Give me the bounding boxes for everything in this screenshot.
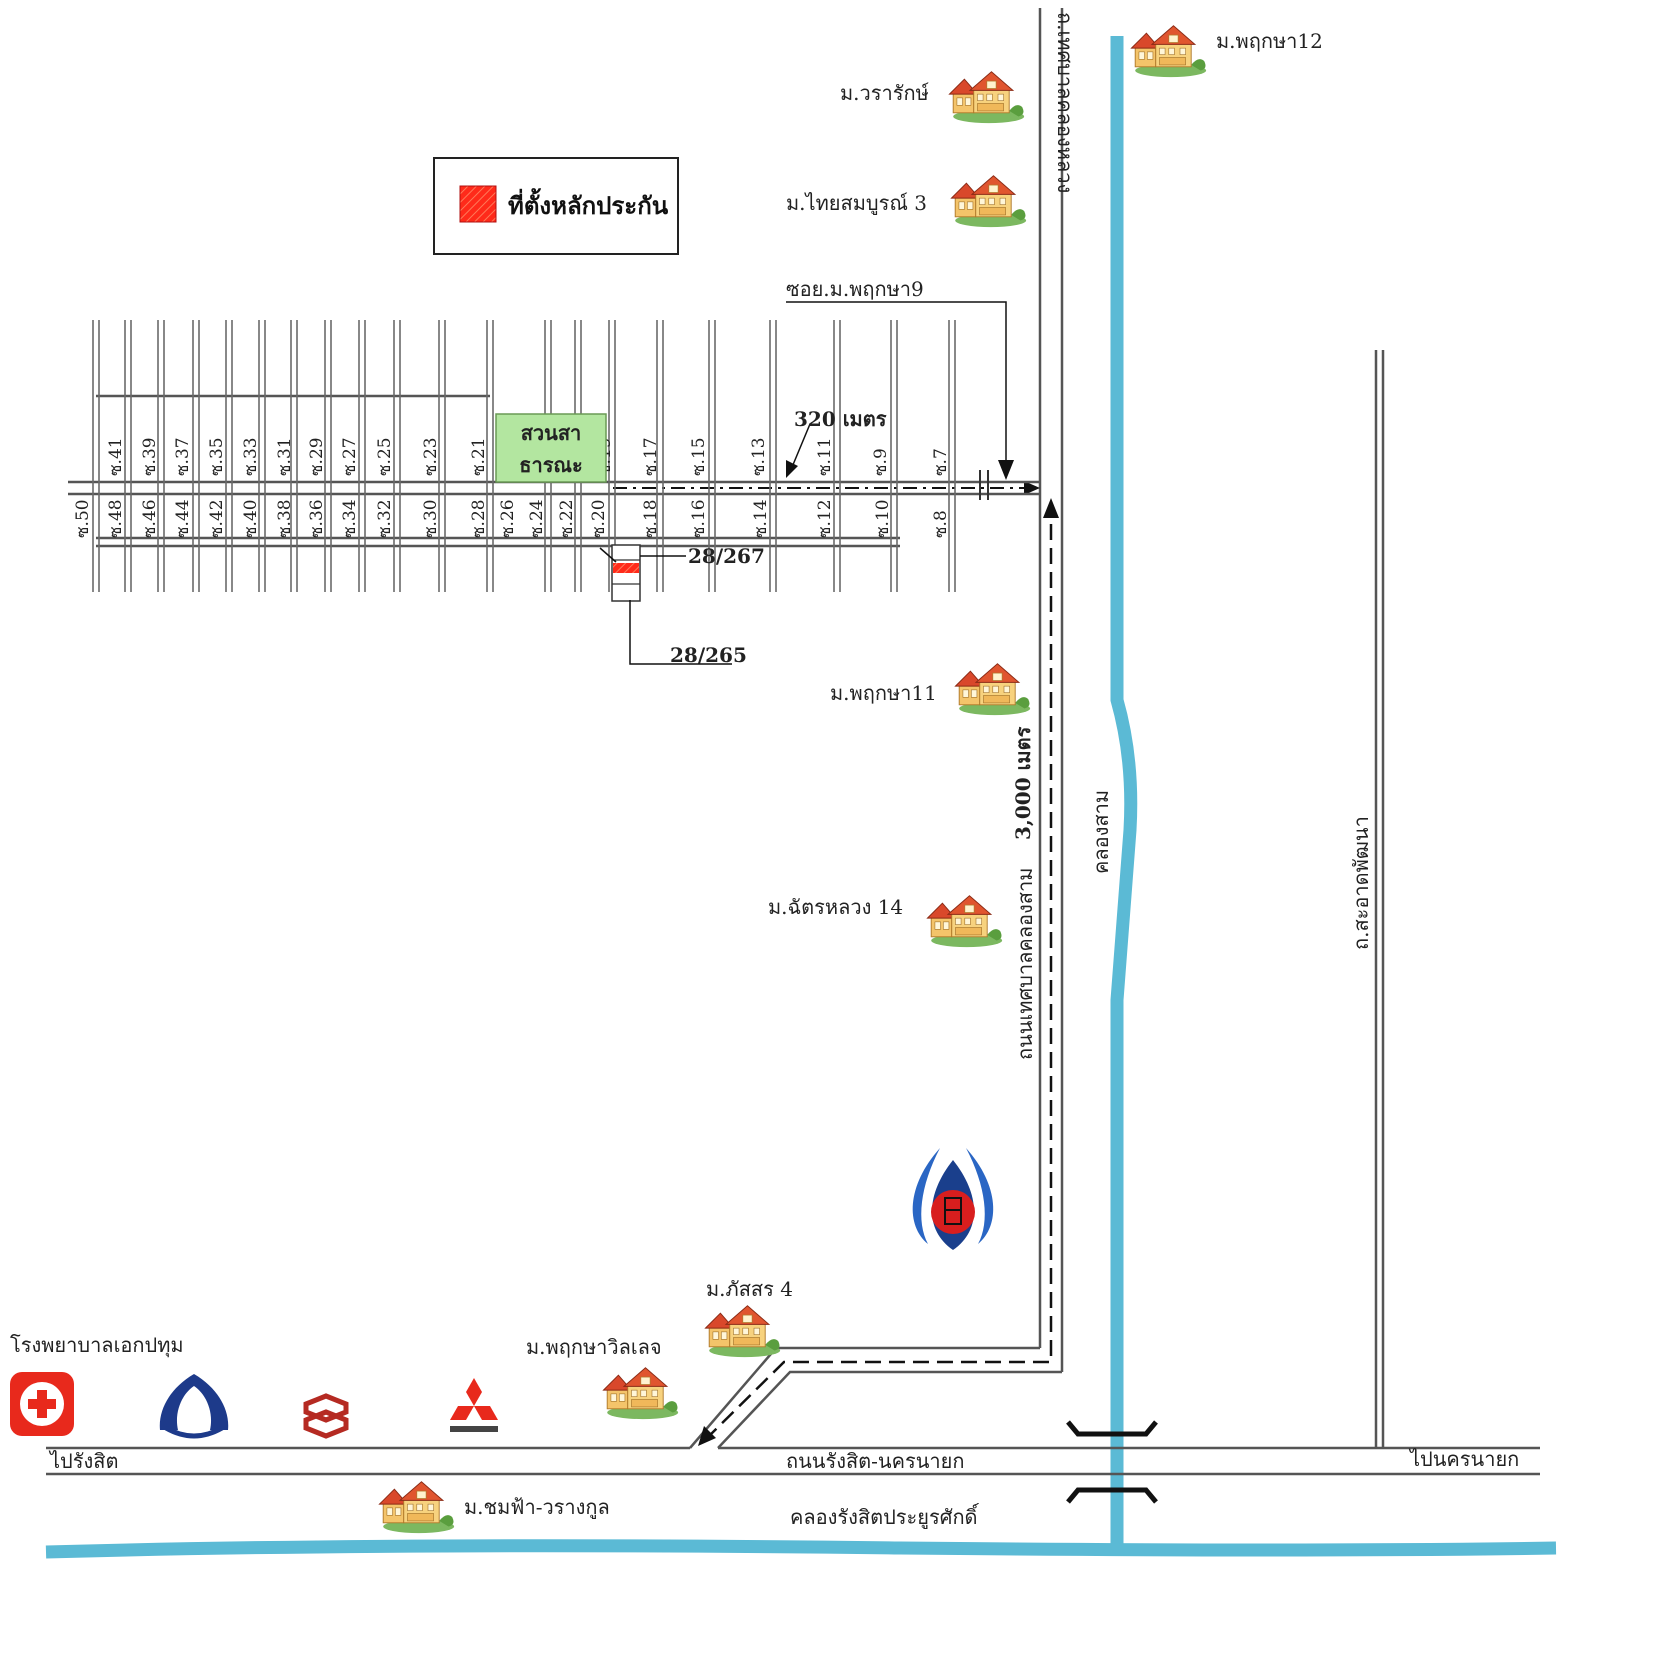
soi-label: ซ.41 [106,437,126,476]
legend-label: ที่ตั้งหลักประกัน [508,187,669,220]
road-sakao-label: ถ.สะอาดพัฒนา [1349,816,1373,950]
soi-label: ซ.42 [207,499,227,538]
soi-label: ซ.20 [589,499,609,538]
soi-upper-labels: ซ.41 ซ.39 ซ.37 ซ.35 ซ.33 ซ.31 ซ.29 ซ.27 ซ.25 ซ.23… [106,437,951,476]
soi-label: ซ.27 [340,437,360,476]
soi-label: ซ.44 [173,499,193,538]
village-wararak: ม.วรารักษ์ [840,81,929,105]
soi-label: ซ.17 [641,437,661,476]
soi-label: ซ.14 [751,499,771,538]
public-park [495,413,607,483]
hospital-icon [10,1372,74,1436]
soi-label: ซ.26 [498,499,518,538]
soi-label: ซ.48 [106,499,126,538]
soi-label: ซ.36 [307,499,327,538]
soi-label: ซ.21 [469,437,489,476]
hospital-label: โรงพยาบาลเอกปทุม [10,1333,184,1358]
bridge-symbol-top [1066,1420,1158,1437]
house-icon [603,1367,679,1420]
soi-label: ซ.37 [173,437,193,476]
soi-pruksa9-arrow [998,460,1014,480]
village-phatsorn4: ม.ภัสสร 4 [706,1277,793,1301]
road-rangsit-nakhonnayok-label: ถนนรังสิต-นครนายก [786,1449,964,1473]
park-label-line1: สวนสา [521,421,582,445]
soi-label: ซ.22 [557,499,577,538]
distance-320-label: 320 เมตร [794,407,887,431]
soi-pruksa9-leader [786,301,1007,472]
soi-label: ซ.7 [931,448,951,476]
soi-label: ซ.24 [527,499,547,538]
soi-label: ซ.29 [307,437,327,476]
soi-label: ซ.10 [873,499,893,538]
soi-label: ซ.11 [815,437,835,476]
company-logo-icon [303,1393,349,1439]
soi-label: ซ.32 [375,499,395,538]
legend-swatch [459,185,497,223]
soi-label: ซ.33 [241,437,261,476]
soi-label: ซ.9 [871,448,891,476]
soi-label: ซ.38 [275,499,295,538]
soi-pruksa9-label: ซอย.ม.พฤกษา9 [786,277,924,301]
village-pruksa11: ม.พฤกษา11 [830,681,937,705]
soi-label: ซ.30 [421,499,441,538]
village-thaisomboon3: ม.ไทยสมบูรณ์ 3 [786,191,927,216]
soi-label: ซ.8 [931,510,951,538]
soi-label: ซ.16 [689,499,709,538]
house-icon [955,663,1031,716]
house-icon [951,175,1027,228]
village-pruksa-village: ม.พฤกษาวิลเลจ [526,1335,662,1359]
soi-label: ซ.50 [73,499,93,538]
plot-number-a: 28/267 [688,544,765,568]
bridge-symbol-bottom [1066,1487,1158,1504]
distance-3000-label: 3,000 เมตร [1011,726,1035,840]
soi-label: ซ.15 [689,437,709,476]
khlong-rangsit-canal [45,1539,1557,1559]
soi-label: ซ.39 [140,437,160,476]
house-icon [949,71,1025,124]
canal-rangsit-label: คลองรังสิตประยูรศักดิ์ [790,1502,980,1530]
soi-label: ซ.12 [815,499,835,538]
house-icon [927,895,1003,948]
bank-logo-icon [159,1374,229,1439]
house-icon [1131,25,1207,78]
route-arrow-down-left [698,1426,716,1446]
soi-label: ซ.23 [421,437,441,476]
road-khlong-sam-label: ถนนเทศบาลคลองสาม [1013,868,1037,1060]
soi-label: ซ.34 [340,499,360,538]
route-dashed-line [704,506,1053,1441]
khlong-sam-canal [1110,36,1138,1548]
soi-label: ซ.28 [469,499,489,538]
plot-number-b: 28/265 [670,643,747,667]
soi-label: ซ.31 [275,437,295,476]
soi-label: ซ.25 [375,437,395,476]
soi-route-arrow-right [1024,481,1040,495]
fuel-station-icon [912,1148,994,1250]
soi-label: ซ.13 [749,437,769,476]
to-nakhonnayok-label: ไปนครนายก [1408,1447,1519,1471]
park-label-line2: ธารณะ [519,453,582,477]
road-khlong-luang-label: ถ.เทศบาลคลองหลวง [1053,12,1077,193]
village-chomfa: ม.ชมฟ้า-วรางกูล [464,1495,610,1520]
soi-label: ซ.46 [140,499,160,538]
village-chatluang14: ม.ฉัตรหลวง 14 [768,895,903,919]
route-arrow-up [1043,498,1059,518]
mitsubishi-logo-icon [450,1378,498,1432]
collateral-location-marker [613,563,639,573]
village-pruksa12: ม.พฤกษา12 [1216,29,1323,53]
house-icon [705,1305,781,1358]
connector-road-edge-b [717,1370,1062,1449]
soi-label: ซ.40 [241,499,261,538]
soi-label: ซ.35 [207,437,227,476]
house-icon [379,1481,455,1534]
plot-pointer [599,547,617,563]
plot-b-leader [629,600,732,665]
soi-label: ซ.18 [641,499,661,538]
distance-320-arrow [786,460,798,478]
to-rangsit-label: ไปรังสิต [48,1449,118,1473]
canal-khlong-sam-label: คลองสาม [1089,790,1113,874]
soi-lower-labels: ซ.50 ซ.48 ซ.46 ซ.44 ซ.42 ซ.40 ซ.38 ซ.36 ซ.34 ซ.32… [73,499,951,538]
